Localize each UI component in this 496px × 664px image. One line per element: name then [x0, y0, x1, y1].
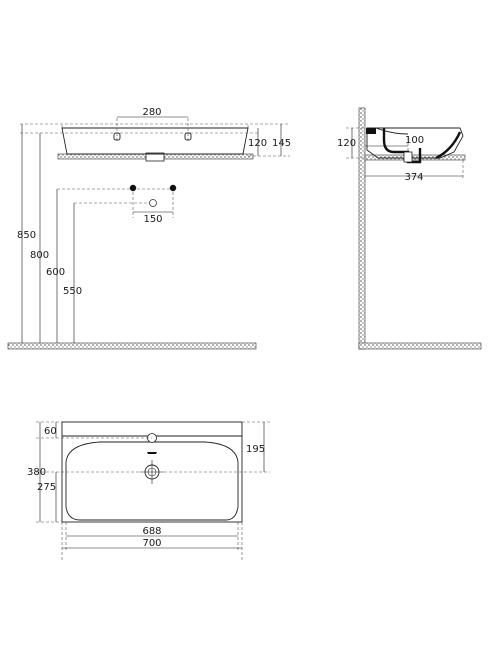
dim-700: 700 — [142, 538, 161, 549]
dim-850: 850 — [17, 230, 36, 241]
dim-195: 195 — [246, 444, 265, 455]
wall-hatch — [358, 107, 366, 350]
basin-profile — [61, 127, 249, 155]
drain-icon — [149, 199, 157, 207]
counter-slab — [364, 154, 466, 161]
dim-60: 60 — [44, 426, 57, 437]
dim-100: 100 — [405, 135, 424, 146]
dim-374: 374 — [404, 172, 423, 183]
dim-550: 550 — [63, 286, 82, 297]
bowl-outline — [65, 441, 239, 521]
bowl-edge — [435, 131, 462, 160]
dim-275: 275 — [37, 482, 56, 493]
dim-380: 380 — [27, 467, 46, 478]
dim-600: 600 — [46, 267, 65, 278]
front-view: 280 120 145 850 800 600 550 150 — [7, 107, 291, 350]
dim-145-front: 145 — [272, 138, 291, 149]
basin-side-profile — [366, 127, 464, 159]
dim-280: 280 — [142, 107, 161, 118]
valve-right-icon — [169, 184, 177, 192]
side-view: 120 100 374 — [337, 107, 482, 350]
dim-120-side: 120 — [337, 138, 356, 149]
floor-hatch — [7, 342, 257, 350]
valve-left-icon — [129, 184, 137, 192]
dim-688: 688 — [142, 526, 161, 537]
dim-800: 800 — [30, 250, 49, 261]
top-view: 60 380 275 195 688 700 — [27, 421, 270, 560]
dim-150: 150 — [143, 214, 162, 225]
dim-120-front: 120 — [248, 138, 267, 149]
floor-hatch — [358, 342, 482, 350]
drain-outlet — [145, 152, 165, 162]
overflow-icon — [147, 452, 157, 454]
